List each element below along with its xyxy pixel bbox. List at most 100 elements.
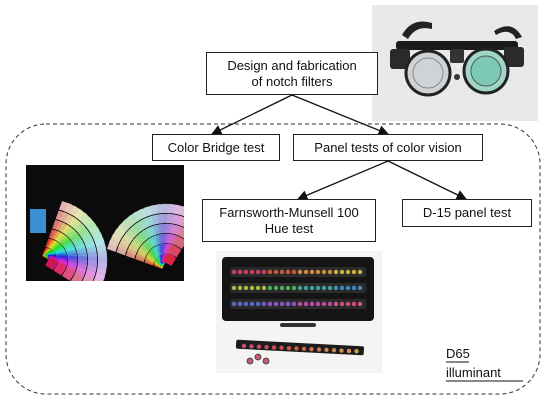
color-cap xyxy=(279,285,285,291)
swatch-strip xyxy=(45,256,92,281)
color-cap xyxy=(231,269,237,275)
color-cap xyxy=(279,301,285,307)
color-cap xyxy=(321,285,327,291)
color-cap xyxy=(309,346,314,352)
color-cap xyxy=(291,285,297,291)
color-cap xyxy=(279,345,284,350)
color-cap xyxy=(351,285,357,291)
node-color-bridge: Color Bridge test xyxy=(152,134,280,161)
color-cap xyxy=(249,301,255,307)
color-cap xyxy=(345,301,351,307)
color-cap xyxy=(345,269,351,275)
color-cap xyxy=(285,301,291,307)
color-cap xyxy=(315,285,321,291)
color-cap xyxy=(327,269,333,275)
color-cap xyxy=(261,269,267,275)
color-cap xyxy=(333,285,339,291)
color-cap xyxy=(327,301,333,307)
color-cap xyxy=(357,285,363,291)
color-cap xyxy=(351,269,357,275)
color-cap xyxy=(243,301,249,307)
color-cap xyxy=(249,285,255,291)
color-cap xyxy=(309,269,315,275)
arrow-panel-to-d15 xyxy=(387,160,467,200)
color-cap xyxy=(241,343,247,349)
node-fm100-label: Farnsworth-Munsell 100 Hue test xyxy=(219,204,359,236)
color-cap xyxy=(255,269,261,275)
color-cap xyxy=(261,301,267,307)
color-cap xyxy=(309,285,315,291)
color-cap xyxy=(249,269,255,275)
color-cap xyxy=(324,347,329,353)
fm100-case-photo xyxy=(216,251,382,373)
color-cap xyxy=(267,301,273,307)
color-cap xyxy=(273,269,279,275)
node-d15-label: D-15 panel test xyxy=(422,205,512,220)
color-cap xyxy=(291,269,297,275)
color-cap xyxy=(243,269,249,275)
arrow-design-to-panel xyxy=(291,94,389,136)
illuminant-label-line1: D65 xyxy=(446,346,470,361)
color-cap xyxy=(264,344,269,350)
arrow-design-to-colorbridge xyxy=(211,94,293,135)
color-cap xyxy=(243,285,249,291)
color-cap xyxy=(297,285,303,291)
node-panel-tests: Panel tests of color vision xyxy=(293,134,483,161)
color-cap xyxy=(267,285,273,291)
color-cap xyxy=(285,269,291,275)
color-cap xyxy=(271,345,277,350)
color-cap xyxy=(315,301,321,307)
color-cap xyxy=(237,269,243,275)
color-cap xyxy=(294,346,299,351)
color-cap xyxy=(237,285,243,291)
color-cap xyxy=(255,301,261,307)
node-fm100: Farnsworth-Munsell 100 Hue test xyxy=(202,199,376,242)
dashed-scope-frame xyxy=(5,123,541,395)
loose-tray xyxy=(235,339,365,356)
swatch-tab xyxy=(30,209,46,233)
loose-cap xyxy=(262,357,270,365)
color-cap xyxy=(321,301,327,307)
color-cap xyxy=(316,347,322,352)
color-cap xyxy=(297,269,303,275)
color-cap xyxy=(303,301,309,307)
color-cap xyxy=(249,344,254,349)
loose-cap xyxy=(254,353,262,361)
color-swatch-fan-icon xyxy=(30,200,184,281)
color-cap xyxy=(297,301,303,307)
color-cap xyxy=(267,269,273,275)
color-swatch-photo xyxy=(26,165,184,281)
loose-cap xyxy=(246,357,254,365)
color-cap xyxy=(279,269,285,275)
case-handle xyxy=(280,323,316,327)
color-cap xyxy=(301,346,307,351)
color-cap xyxy=(273,285,279,291)
color-cap xyxy=(256,344,262,349)
color-cap xyxy=(339,285,345,291)
node-design-fabrication: Design and fabrication of notch filters xyxy=(206,52,378,95)
color-cap xyxy=(345,285,351,291)
color-cap xyxy=(354,349,359,354)
color-cap xyxy=(291,301,297,307)
color-cap xyxy=(231,301,237,307)
color-cap xyxy=(231,285,237,291)
color-cap xyxy=(303,269,309,275)
color-cap xyxy=(357,269,363,275)
color-cap xyxy=(331,348,337,353)
color-cap xyxy=(237,301,243,307)
node-color-bridge-label: Color Bridge test xyxy=(167,139,265,155)
illuminant-label-line2: illuminant xyxy=(446,365,501,380)
color-cap xyxy=(303,285,309,291)
color-cap xyxy=(273,301,279,307)
fm100-panel-case-icon xyxy=(222,257,374,365)
color-cap xyxy=(333,269,339,275)
color-cap xyxy=(286,345,292,351)
trial-frame-glasses-icon xyxy=(372,5,538,121)
color-cap xyxy=(339,348,344,353)
color-cap xyxy=(346,348,352,354)
color-cap xyxy=(255,285,261,291)
color-cap xyxy=(333,301,339,307)
color-cap xyxy=(357,301,363,307)
color-cap xyxy=(339,269,345,275)
